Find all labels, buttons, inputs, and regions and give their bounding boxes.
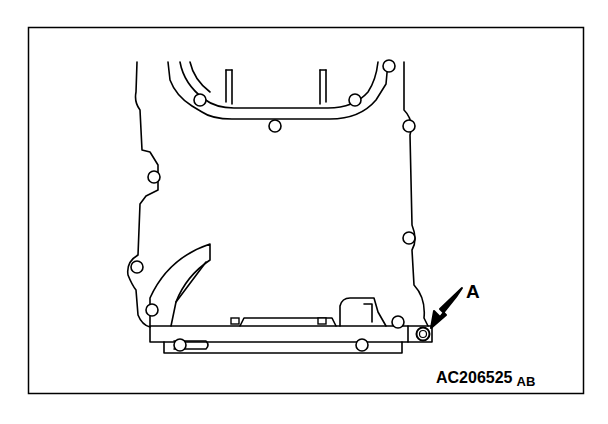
bolt-hole bbox=[403, 232, 415, 244]
bolt-hole bbox=[383, 60, 395, 72]
cover bbox=[240, 318, 336, 326]
bolt-hole bbox=[146, 304, 158, 316]
bolt-hole bbox=[392, 316, 404, 328]
bracket-detail bbox=[364, 304, 372, 322]
gusset bbox=[150, 244, 210, 326]
bolt-hole bbox=[356, 339, 368, 351]
bolt-holes bbox=[131, 60, 415, 351]
left-flange bbox=[128, 62, 158, 327]
block-outline bbox=[128, 62, 432, 353]
pan-outer bbox=[168, 62, 388, 119]
bolt-hole bbox=[174, 339, 186, 351]
gusset-rib bbox=[176, 262, 206, 302]
bracket bbox=[340, 298, 386, 326]
bolt-hole bbox=[403, 120, 415, 132]
bolt-hole bbox=[349, 94, 361, 106]
hole-a bbox=[417, 328, 430, 341]
bolt-hole bbox=[269, 120, 281, 132]
pan-ribs bbox=[226, 70, 326, 104]
bolt-hole bbox=[194, 94, 206, 106]
bolt-hole bbox=[131, 261, 143, 273]
pointer-arrow bbox=[431, 288, 462, 328]
bolt-hole bbox=[148, 171, 160, 183]
right-flange bbox=[404, 62, 428, 326]
lower-rail bbox=[150, 326, 408, 342]
pan-rib-caps bbox=[226, 69, 326, 71]
hole-inner bbox=[420, 331, 427, 338]
bolt-head bbox=[231, 318, 239, 324]
callout-letter: A bbox=[466, 282, 480, 301]
figure-suffix: AB bbox=[517, 375, 536, 388]
bolt-head bbox=[318, 318, 326, 324]
pan-rib bbox=[190, 62, 210, 92]
pan-inner bbox=[180, 62, 378, 108]
hole-outer bbox=[417, 328, 430, 341]
figure-number: AC206525 bbox=[436, 370, 513, 386]
frame bbox=[29, 28, 584, 394]
rail-end bbox=[408, 326, 432, 342]
